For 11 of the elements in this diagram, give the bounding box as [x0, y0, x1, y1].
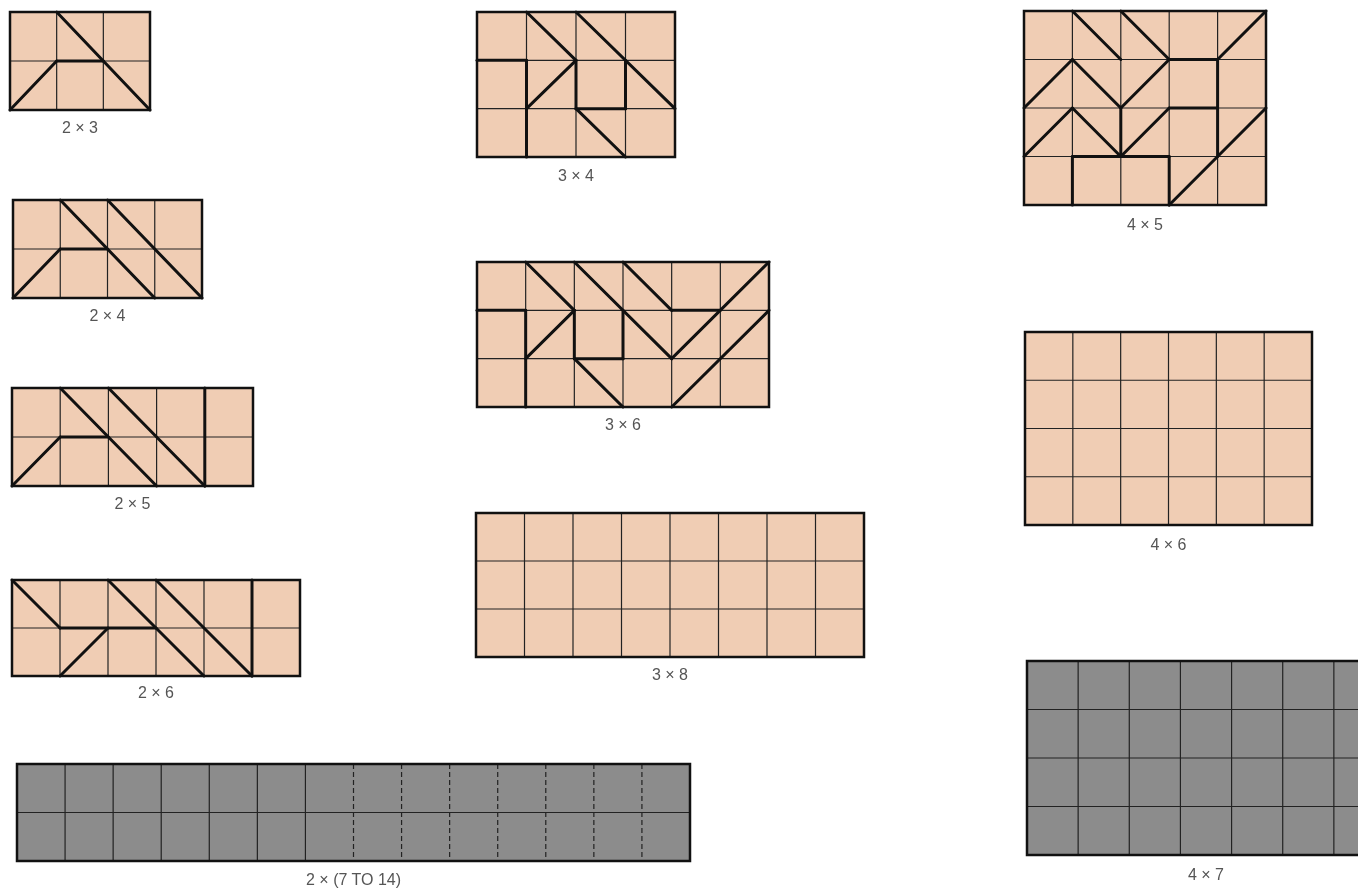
grid-caption: 2 × 6: [138, 684, 174, 702]
grid-caption: 4 × 7: [1188, 866, 1224, 884]
grid-caption: 2 × 3: [62, 119, 98, 137]
grid-caption: 4 × 6: [1150, 536, 1187, 554]
grid-caption: 3 × 6: [605, 416, 641, 434]
grid-caption: 2 × (7 TO 14): [306, 871, 401, 888]
grid-caption: 4 × 5: [1127, 216, 1163, 234]
grid-caption: 2 × 5: [114, 495, 151, 513]
grid-caption: 3 × 4: [558, 167, 594, 185]
grid-caption: 2 × 4: [89, 307, 126, 325]
grid-caption: 3 × 8: [652, 666, 688, 684]
